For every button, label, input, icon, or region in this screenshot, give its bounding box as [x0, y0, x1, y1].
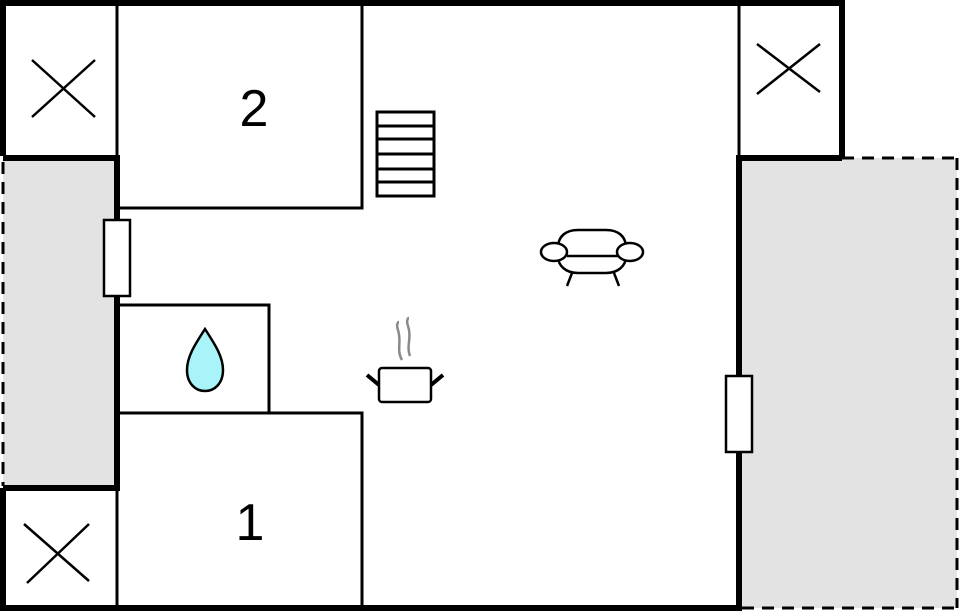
sofa-icon [539, 228, 645, 287]
terrace-right [739, 156, 959, 610]
cooking-pot-icon [365, 316, 445, 404]
cross-void-icon [31, 59, 96, 118]
cross-void-icon [756, 43, 821, 95]
stairs-icon [375, 110, 436, 198]
terrace-left [1, 158, 117, 488]
window-icon [724, 374, 754, 454]
outer-walls [0, 0, 845, 611]
interior-walls [115, 3, 741, 608]
water-drop-icon [185, 326, 225, 393]
room-label-bedroom-1: 1 [236, 494, 265, 552]
window-icon [102, 218, 132, 298]
cross-void-icon [23, 523, 90, 584]
room-label-bedroom-2: 2 [240, 80, 269, 138]
